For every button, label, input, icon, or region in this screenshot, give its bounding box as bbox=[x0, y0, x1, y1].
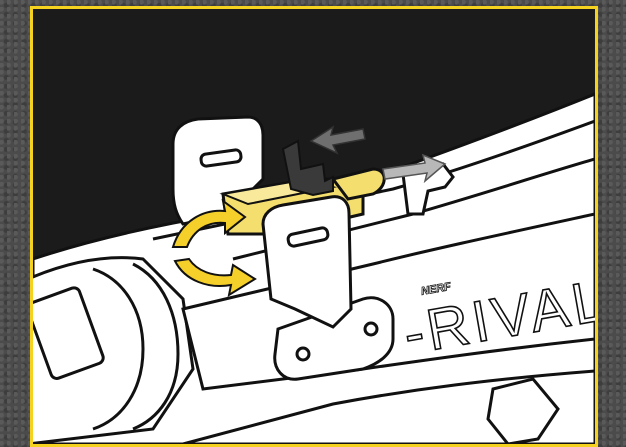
rotate-arrow-icon bbox=[171, 198, 257, 298]
blaster-diagram: NERF -RIVAL bbox=[33, 9, 595, 444]
illustration-frame: NERF -RIVAL bbox=[30, 6, 598, 447]
right-rail-bracket bbox=[401, 162, 455, 216]
latch-lever bbox=[330, 167, 386, 201]
rear-tube-ring-2 bbox=[132, 262, 180, 431]
left-hex-nut bbox=[33, 286, 105, 380]
front-sight-plate bbox=[261, 195, 353, 329]
latch-switch bbox=[281, 139, 334, 197]
nerf-logo: NERF bbox=[420, 281, 452, 298]
rear-sight-slot bbox=[199, 148, 243, 168]
bottom-grip bbox=[486, 377, 560, 444]
plate-hole-right bbox=[363, 321, 379, 337]
body-rail-line-2 bbox=[232, 157, 595, 261]
slide-arrow-icon bbox=[309, 125, 447, 184]
rear-tube-ring bbox=[92, 267, 145, 431]
bottom-rail bbox=[182, 369, 595, 444]
front-sight-slot bbox=[286, 226, 330, 248]
plate-hole-left bbox=[295, 346, 311, 362]
